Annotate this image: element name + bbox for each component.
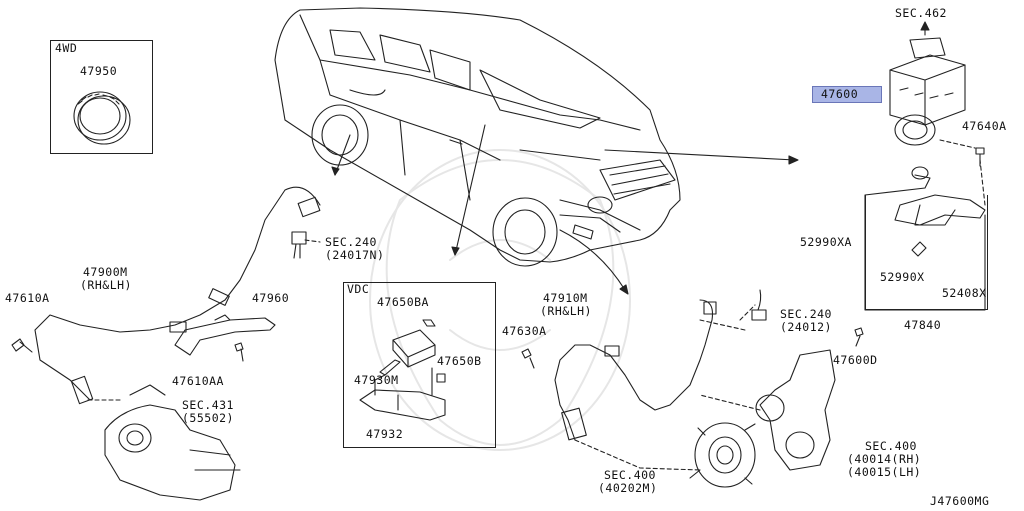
section-240-link-a[interactable]: SEC.240 <box>325 235 377 249</box>
section-400-link-a[interactable]: SEC.400 <box>604 468 656 482</box>
part-47910m[interactable]: 47910M <box>543 291 588 305</box>
section-400-sub-b1: (40014(RH) <box>847 452 922 466</box>
diagram-code: J47600MG <box>930 494 990 508</box>
vdc-box <box>343 282 496 448</box>
part-47930m[interactable]: 47930M <box>354 373 399 387</box>
part-47950[interactable]: 47950 <box>80 64 118 78</box>
section-462-link[interactable]: SEC.462 <box>895 6 947 20</box>
section-240-sub-a: (24017N) <box>325 248 385 262</box>
yaw-sensor-assembly <box>359 329 446 421</box>
rear-knuckle <box>84 384 241 501</box>
rear-sensor-harness <box>34 186 321 405</box>
leader-arrows <box>331 124 799 295</box>
bracket-group-box <box>865 195 988 310</box>
section-240-sub-b: (24012) <box>780 320 832 334</box>
sensor-rotor-47950 <box>73 91 131 145</box>
part-52408x[interactable]: 52408X <box>942 286 987 300</box>
part-52990xa[interactable]: 52990XA <box>800 235 852 249</box>
part-47600-highlighted[interactable]: 47600 <box>812 86 882 103</box>
part-47650ba[interactable]: 47650BA <box>377 295 429 309</box>
part-47640a[interactable]: 47640A <box>962 119 1007 133</box>
section-400-link-b[interactable]: SEC.400 <box>865 439 917 453</box>
section-431-link[interactable]: SEC.431 <box>182 398 234 412</box>
part-47900m[interactable]: 47900M <box>83 265 128 279</box>
part-47610aa[interactable]: 47610AA <box>172 374 224 388</box>
bolts <box>11 147 985 383</box>
abs-actuator <box>889 21 976 149</box>
front-knuckle-and-hub <box>574 349 836 488</box>
part-47840[interactable]: 47840 <box>904 318 942 332</box>
part-47630a[interactable]: 47630A <box>502 324 547 338</box>
vehicle-outline <box>274 7 681 267</box>
part-47932[interactable]: 47932 <box>366 427 404 441</box>
part-52990x[interactable]: 52990X <box>880 270 925 284</box>
part-47960[interactable]: 47960 <box>252 291 290 305</box>
actuator-bracket-47840 <box>864 159 986 311</box>
section-431-sub: (55502) <box>182 411 234 425</box>
four-wd-box <box>50 40 153 154</box>
section-400-sub-a: (40202M) <box>598 481 658 495</box>
part-47900m-sub: (RH&LH) <box>80 278 132 292</box>
front-sensor-harness <box>554 289 767 441</box>
bracket-47960 <box>174 314 276 356</box>
section-400-sub-b2: (40015(LH) <box>847 465 922 479</box>
part-47600d[interactable]: 47600D <box>833 353 878 367</box>
part-47910m-sub: (RH&LH) <box>540 304 592 318</box>
part-47650b[interactable]: 47650B <box>437 354 482 368</box>
section-240-link-b[interactable]: SEC.240 <box>780 307 832 321</box>
four-wd-label: 4WD <box>55 41 78 55</box>
part-47610a[interactable]: 47610A <box>5 291 50 305</box>
vdc-label: VDC <box>347 282 370 296</box>
